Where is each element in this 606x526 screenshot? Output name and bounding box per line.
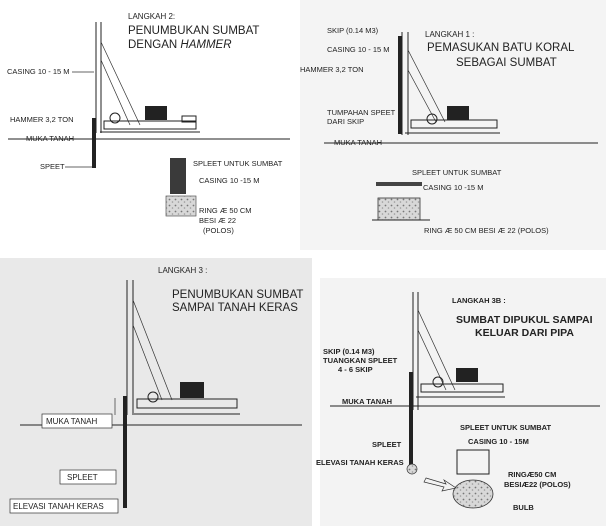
label-elevasi: ELEVASI TANAH KERAS [316,458,404,467]
label-muka-tanah: MUKA TANAH [46,417,97,426]
label-muka-tanah: MUKA TANAH [26,134,74,143]
winch-box [447,106,469,120]
arrow-icon [423,477,457,492]
panel2-title-line2: SEBAGAI SUMBAT [456,57,557,69]
casing-pipe [92,118,96,168]
label-casing-detail: CASING 10 -15 M [423,183,483,192]
counterweight [181,115,197,123]
label-skip-1: SKIP (0.14 M3) [323,347,375,356]
label-polos: (POLOS) [203,226,234,235]
label-muka-tanah: MUKA TANAH [342,397,392,406]
casing-pipe [398,36,402,134]
machine-base [410,119,498,129]
label-casing: CASING 10 - 15 M [327,45,390,54]
label-skip: SKIP (0.14 M3) [327,26,379,35]
winch-box [180,382,204,398]
label-tumpahan-2: DARI SKIP [327,117,364,126]
panel3-step: LANGKAH 3 : [158,266,207,275]
label-tumpahan-1: TUMPAHAN SPEET [327,108,396,117]
machine-base [420,383,504,393]
label-besi: BESI Æ 22 [199,216,236,225]
label-ring: RINGÆ50 CM [508,470,556,479]
panel3-background [0,258,312,526]
label-skip-3: 4 - 6 SKIP [338,365,373,374]
muka-tanah-box [41,413,113,429]
casing-detail [376,182,422,186]
panel2: LANGKAH 1 : PEMASUKAN BATU KORAL SEBAGAI… [300,26,598,235]
panel4-step: LANGKAH 3B : [452,296,506,305]
ring-plug [377,197,421,221]
label-muka-tanah: MUKA TANAH [334,138,382,147]
winch-box [456,368,478,382]
ring-plug [165,195,197,217]
bulb-shape [452,479,494,509]
small-bulb [406,463,418,475]
label-besi: BESIÆ22 (POLOS) [504,480,571,489]
label-elevasi: ELEVASI TANAH KERAS [13,502,104,511]
label-spleet-sumbat: SPLEET UNTUK SUMBAT [412,168,502,177]
panel2-background [300,0,606,250]
winch-drum [147,391,159,403]
label-ring: RING Æ 50 CM [199,206,252,215]
panel2-step: LANGKAH 1 : [425,30,474,39]
panel1-title-line2: DENGAN HAMMER [128,39,232,51]
panel1-step: LANGKAH 2: [128,12,175,21]
label-hammer: HAMMER 3,2 TON [300,65,364,74]
label-ring: RING Æ 50 CM BESI Æ 22 (POLOS) [424,226,549,235]
panel4: LANGKAH 3B : SUMBAT DIPUKUL SAMPAI KELUA… [316,292,600,512]
casing-pipe [123,396,127,508]
rig-stay [100,59,131,126]
panel3: LANGKAH 3 : PENUMBUKAN SUMBAT SAMPAI TAN… [9,266,303,514]
label-bulb: BULB [513,503,534,512]
label-spleet-sumbat: SPLEET UNTUK SUMBAT [460,423,552,432]
panel3-title-line2: SAMPAI TANAH KERAS [172,302,298,314]
spleet-box [59,469,117,485]
label-spleet: SPLEET [67,473,98,482]
label-hammer: HAMMER 3,2 TON [10,115,74,124]
label-spleet-sumbat: SPLEET UNTUK SUMBAT [193,159,283,168]
label-casing-detail: CASING 10 -15 M [199,176,259,185]
casing-detail [170,158,186,194]
rig-stay [100,41,141,126]
panel1: LANGKAH 2: PENUMBUKAN SUMBAT DENGAN HAMM… [7,12,290,235]
machine-base [136,398,238,409]
label-casing: CASING 10 - 15 M [7,67,70,76]
panel4-title-line1: SUMBAT DIPUKUL SAMPAI [456,314,593,326]
winch-box [145,106,167,120]
panel1-title-line1: PENUMBUKAN SUMBAT [128,25,259,37]
label-skip-2: TUANGKAN SPLEET [323,356,398,365]
panel3-title-line1: PENUMBUKAN SUMBAT [172,289,303,301]
label-speet: SPEET [40,162,65,171]
elevasi-box [9,498,119,514]
panel2-title-line1: PEMASUKAN BATU KORAL [427,42,575,54]
winch-drum [109,112,121,124]
casing-detail [456,449,490,475]
machine-base [103,120,197,130]
label-spleet: SPLEET [372,440,402,449]
panel4-title-line2: KELUAR DARI PIPA [475,327,574,339]
casing-pipe [409,372,413,472]
winch-drum [426,113,438,125]
winch-drum [432,376,444,388]
label-casing-detail: CASING 10 - 15M [468,437,529,446]
